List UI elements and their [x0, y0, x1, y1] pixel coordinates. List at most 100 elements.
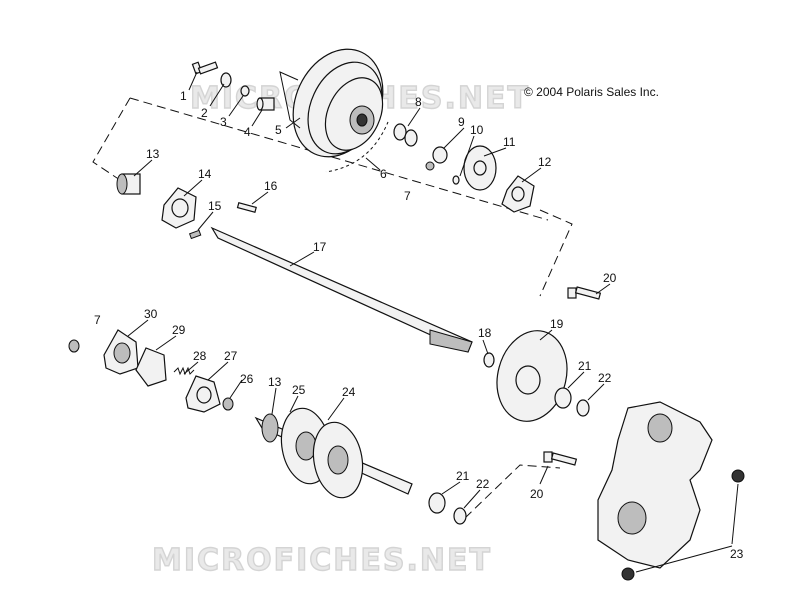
leader-9: [443, 127, 465, 149]
leader-12: [521, 167, 542, 183]
leader-23b: [635, 545, 733, 573]
leader-10: [459, 135, 475, 177]
leader-30: [127, 319, 149, 337]
callout-3: 3: [220, 115, 227, 129]
callout-1: 1: [180, 89, 187, 103]
callout-15: 15: [208, 199, 222, 213]
nut-part-7-lower: [68, 339, 80, 353]
leader-22-upper: [587, 383, 605, 401]
seal-part-22-upper: [576, 399, 590, 417]
spacer-part-4: [256, 97, 275, 111]
leader-23a: [731, 483, 739, 545]
seal-part-8b: [404, 129, 418, 147]
washer-part-3: [240, 85, 250, 97]
spring-part-28: [173, 366, 195, 376]
callout-14: 14: [198, 167, 212, 181]
leader-6: [365, 157, 381, 171]
leader-8: [407, 107, 421, 127]
callout-17: 17: [313, 240, 327, 254]
nut-part-7-upper: [425, 161, 435, 171]
leader-3: [228, 95, 244, 117]
callout-21-lower: 21: [456, 469, 470, 483]
callout-7-upper: 7: [404, 189, 411, 203]
callout-21-upper: 21: [578, 359, 592, 373]
disc-part-19: [496, 330, 568, 422]
flange-part-14: [161, 187, 197, 229]
leader-26: [229, 379, 243, 399]
bolt-part-20-upper: [567, 286, 602, 300]
callout-6: 6: [380, 167, 387, 181]
bolt-part-1: [191, 61, 219, 75]
leader-17: [289, 251, 315, 267]
leader-20-lower: [539, 465, 549, 485]
callout-20-upper: 20: [603, 271, 617, 285]
flange-part-27: [185, 375, 221, 413]
leader-21-lower: [441, 481, 461, 495]
callout-28: 28: [193, 349, 207, 363]
callout-30: 30: [144, 307, 158, 321]
pulley-bracket-line: [279, 71, 301, 129]
callout-7-lower: 7: [94, 313, 101, 327]
callout-12: 12: [538, 155, 552, 169]
bearing-part-26: [222, 397, 234, 411]
key-part-16: [236, 202, 257, 213]
driveshaft-part-24: [254, 407, 413, 499]
leader-18: [482, 339, 489, 355]
assembly-line-upper-right: [539, 209, 573, 297]
callout-16: 16: [264, 179, 278, 193]
leader-4: [251, 109, 263, 127]
leader-20-upper: [595, 283, 611, 295]
gasket-part-29: [135, 347, 167, 387]
callout-23: 23: [730, 547, 744, 561]
leader-16: [251, 191, 269, 205]
flange-part-30: [103, 329, 139, 375]
leader-5: [285, 117, 301, 129]
leader-2: [209, 83, 225, 107]
leader-1: [188, 71, 198, 91]
callout-27: 27: [224, 349, 238, 363]
pulley-part-5: [292, 48, 384, 158]
shaft-part-17: [210, 226, 473, 353]
assembly-line-lower: [464, 464, 561, 519]
bolt-part-15: [188, 229, 202, 240]
leader-27: [207, 361, 229, 381]
callout-29: 29: [172, 323, 186, 337]
callout-8: 8: [415, 95, 422, 109]
callout-13-upper: 13: [146, 147, 160, 161]
leader-19: [539, 329, 553, 341]
washer-part-2: [220, 72, 232, 88]
callout-24: 24: [342, 385, 356, 399]
callout-22-lower: 22: [476, 477, 490, 491]
leader-22-lower: [463, 489, 481, 509]
copyright-text: © 2004 Polaris Sales Inc.: [524, 85, 659, 99]
callout-10: 10: [470, 123, 484, 137]
flange-part-12: [501, 175, 535, 213]
callout-5: 5: [275, 123, 282, 137]
assembly-line-upper-top: [129, 97, 549, 221]
leader-15: [197, 211, 214, 231]
chain-part-6: [325, 121, 389, 173]
leader-21-upper: [567, 371, 585, 389]
callout-13-lower: 13: [268, 375, 282, 389]
callout-22-upper: 22: [598, 371, 612, 385]
bearing-part-13-upper: [116, 173, 141, 195]
leader-11: [483, 147, 507, 157]
callout-18: 18: [478, 326, 492, 340]
callout-25: 25: [292, 383, 306, 397]
assembly-line-upper-left: [92, 97, 131, 181]
bearing-part-21-lower: [428, 492, 446, 514]
callout-2: 2: [201, 106, 208, 120]
watermark-bottom: MICROFICHES.NET: [152, 543, 492, 578]
chaincase-housing: [597, 401, 745, 581]
leader-24: [327, 397, 345, 421]
callout-11: 11: [503, 135, 516, 149]
leader-29: [155, 335, 177, 351]
leader-28: [183, 361, 199, 375]
callout-20-lower: 20: [530, 487, 544, 501]
callout-9: 9: [458, 115, 465, 129]
leader-14: [183, 179, 203, 197]
callout-4: 4: [244, 125, 251, 139]
bearing-part-21-upper: [554, 387, 572, 409]
